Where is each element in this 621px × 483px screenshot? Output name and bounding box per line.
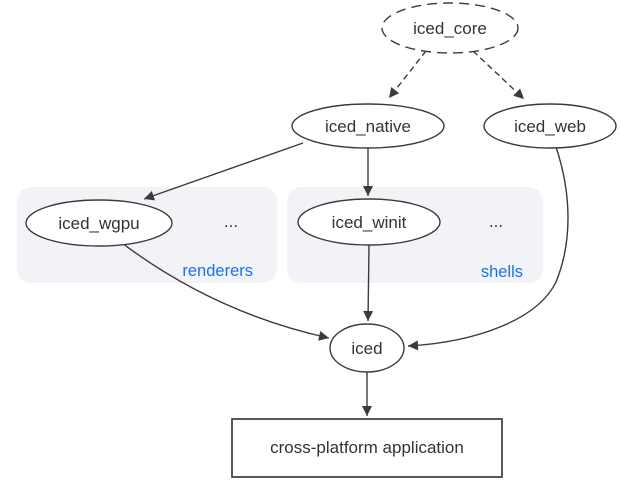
edge-core-to-web: [472, 50, 525, 100]
iced-native-label: iced_native: [325, 117, 411, 136]
iced-wgpu-ellipse: [25, 199, 173, 247]
edge-wgpu-to-iced: [121, 242, 330, 341]
renderers-group-label: renderers: [182, 262, 253, 280]
edge-web-to-iced: [407, 146, 569, 351]
iced-winit-label: iced_winit: [332, 213, 407, 232]
iced-label: iced: [351, 339, 382, 358]
iced-native-ellipse: [291, 103, 445, 149]
node-iced: iced: [329, 323, 405, 373]
app-rect: [231, 418, 503, 478]
iced-ellipse: [329, 323, 405, 373]
shells-group-label: shells: [481, 263, 523, 281]
edge-winit-to-iced: [363, 244, 374, 322]
renderers-ellipsis: ...: [224, 212, 238, 231]
edge-core-to-native: [388, 50, 427, 99]
iced-core-ellipse: [381, 2, 519, 54]
edge-native-to-wgpu: [143, 142, 304, 201]
node-iced-wgpu: iced_wgpu: [25, 199, 173, 247]
iced-wgpu-label: iced_wgpu: [58, 214, 139, 233]
node-iced-winit: iced_winit: [297, 198, 441, 246]
shells-ellipsis: ...: [489, 212, 503, 231]
iced-winit-ellipse: [297, 198, 441, 246]
node-cross-platform-application: cross-platform application: [231, 418, 503, 478]
iced-web-ellipse: [483, 103, 617, 149]
iced-core-label: iced_core: [413, 19, 487, 38]
iced-web-label: iced_web: [514, 117, 586, 136]
node-iced-native: iced_native: [291, 103, 445, 149]
app-label: cross-platform application: [270, 438, 464, 457]
node-iced-core: iced_core: [381, 2, 519, 54]
node-iced-web: iced_web: [483, 103, 617, 149]
